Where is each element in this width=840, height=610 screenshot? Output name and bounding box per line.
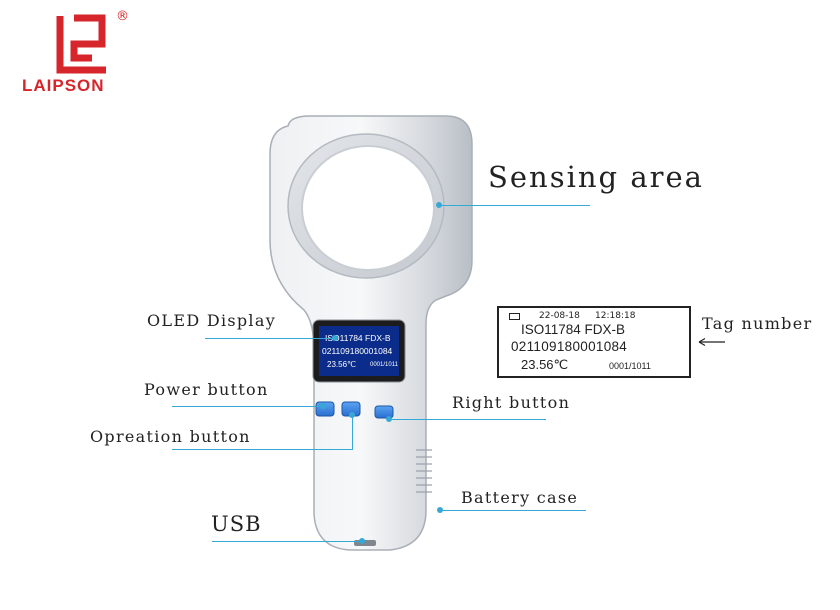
leader-dot-usb (359, 538, 365, 544)
battery-icon (509, 313, 520, 320)
callout-oled-display: OLED Display (147, 311, 277, 330)
callout-power-button: Power button (144, 380, 269, 399)
leader-dot-right-button (386, 416, 392, 422)
laipson-logo (52, 14, 112, 74)
display-readout-panel: 22-08-18 12:18:18 ISO11784 FDX-B 0211091… (497, 306, 691, 378)
brand-name: LAIPSON (22, 76, 105, 95)
callout-right-button: Right button (452, 393, 571, 412)
leader-oled-display (205, 338, 335, 339)
leader-dot-operation-button (349, 412, 355, 418)
callout-tag-number: Tag number (702, 314, 813, 333)
rfid-reader-device (269, 115, 473, 551)
callout-operation-button: Opreation button (90, 427, 251, 446)
leader-dot-power-button (320, 403, 326, 409)
callout-usb: USB (211, 512, 262, 536)
leader-dot-sensing-area (436, 202, 442, 208)
callout-sensing-area: Sensing area (488, 160, 704, 194)
panel-tag-standard: ISO11784 FDX-B (521, 322, 626, 337)
panel-tag-number: 021109180001084 (511, 339, 628, 354)
leader-dot-oled-display (332, 335, 338, 341)
leader-usb (212, 541, 362, 542)
leader-right-button (388, 419, 546, 420)
panel-status-date: 22-08-18 (539, 311, 580, 321)
leader-dot-battery-case (437, 507, 443, 513)
callout-battery-case: Battery case (461, 488, 579, 507)
device-screen-counter: 0001/1011 (370, 362, 398, 368)
panel-temperature: 23.56℃ (521, 357, 569, 372)
leader-operation-button-vertical (352, 415, 353, 450)
device-screen-temperature: 23.56℃ (327, 360, 357, 369)
device-screen-line2: 021109180001084 (322, 346, 393, 356)
panel-status-time: 12:18:18 (595, 311, 636, 321)
leader-operation-button (172, 449, 352, 450)
arrow-left-icon (698, 337, 725, 347)
device-screen-line1: ISO11784 FDX-B (325, 333, 391, 343)
registered-mark: ® (116, 9, 129, 24)
panel-counter: 0001/1011 (609, 361, 651, 371)
leader-battery-case (440, 510, 586, 511)
laipson-logo-mark (56, 14, 106, 74)
leader-sensing-area (438, 205, 590, 206)
leader-power-button (172, 406, 324, 407)
